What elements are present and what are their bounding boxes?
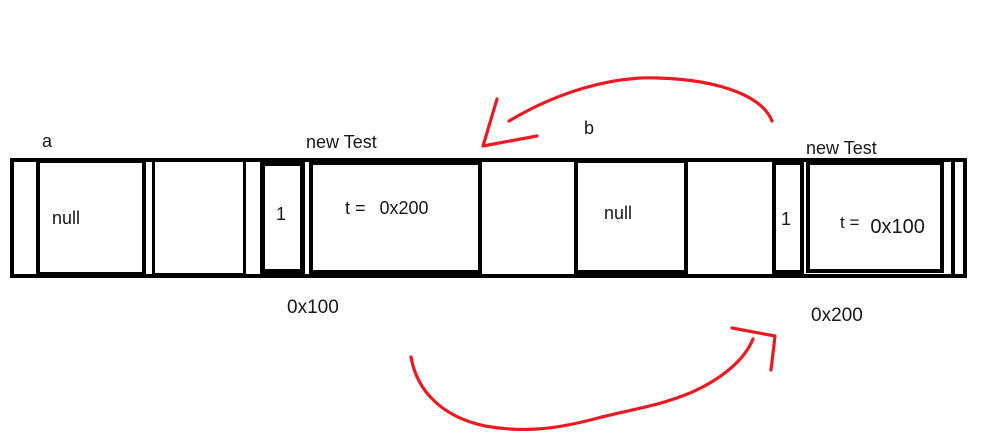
red-arrow-bottom-icon <box>409 326 777 432</box>
label-var-a: a <box>42 131 53 151</box>
field-value-b: 0x100 <box>870 216 925 238</box>
value-object-b: t = 0x100 <box>840 213 925 239</box>
address-object-a: 0x100 <box>287 297 339 318</box>
red-arrow-top-icon <box>481 76 774 148</box>
label-var-b: b <box>584 118 595 138</box>
cell-var-a <box>36 159 146 276</box>
field-value-a: 0x200 <box>379 198 429 218</box>
cell-flag-b <box>772 161 804 274</box>
cell-object-a <box>309 161 482 274</box>
cell-empty <box>152 159 246 276</box>
value-var-a: null <box>52 208 81 228</box>
label-new-test-a: new Test <box>306 132 377 152</box>
value-object-a: t = 0x200 <box>345 198 429 219</box>
cell-var-b <box>574 159 688 274</box>
field-prefix-b: t = <box>840 213 860 232</box>
label-new-test-b: new Test <box>806 138 877 158</box>
value-flag-b: 1 <box>781 209 792 229</box>
field-prefix-a: t = <box>345 198 366 218</box>
band-end-divider <box>951 158 955 278</box>
red-arrow-top-head <box>481 97 539 148</box>
value-flag-a: 1 <box>276 204 287 224</box>
red-arrow-bottom-head <box>730 326 777 372</box>
red-arrow-top-curve <box>507 76 774 123</box>
cell-flag-a <box>260 161 305 274</box>
address-object-b: 0x200 <box>811 305 863 326</box>
red-arrow-bottom-curve <box>409 337 755 432</box>
cell-object-b <box>806 161 944 273</box>
value-var-b: null <box>604 203 633 223</box>
